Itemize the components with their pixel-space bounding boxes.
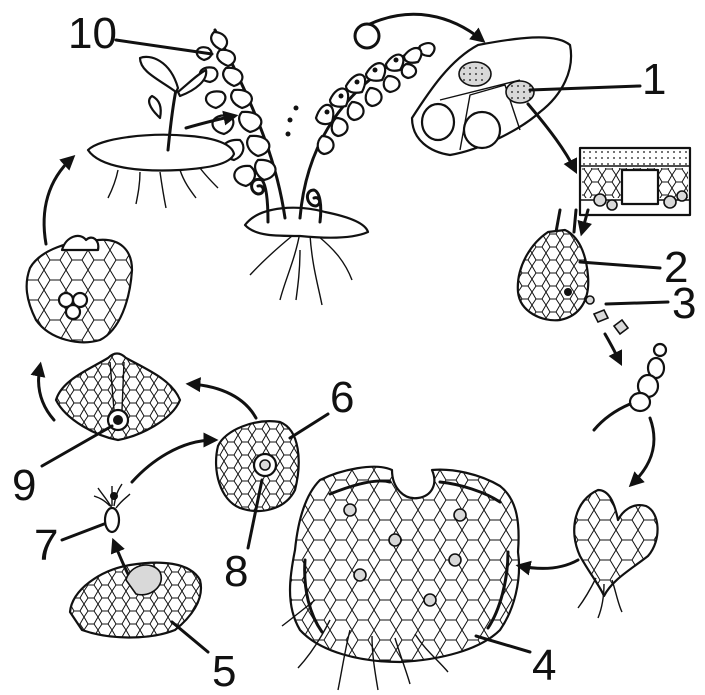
label-5: 5 xyxy=(212,647,236,695)
label-10: 10 xyxy=(68,9,117,58)
label-7: 7 xyxy=(34,521,58,570)
germinating-spore xyxy=(594,344,666,430)
spores xyxy=(586,296,628,334)
sori-on-leaf-underside xyxy=(412,37,571,155)
sorus-highlight-circle xyxy=(355,24,379,48)
embryo-in-prothallus xyxy=(27,236,132,342)
label-6: 6 xyxy=(330,373,354,422)
leaf-cross-section xyxy=(580,148,690,215)
young-prothallus xyxy=(574,490,657,618)
mature-prothallus-gametophyte xyxy=(282,467,519,690)
label-9: 9 xyxy=(12,461,36,510)
zygote-in-prothallus xyxy=(56,354,180,441)
label-8: 8 xyxy=(224,547,248,596)
antheridium xyxy=(70,563,201,638)
sporangium xyxy=(518,210,588,320)
label-3: 3 xyxy=(672,279,696,328)
label-4: 4 xyxy=(532,641,556,690)
mature-fern-sporophyte xyxy=(197,30,435,305)
label-1: 1 xyxy=(642,55,666,104)
